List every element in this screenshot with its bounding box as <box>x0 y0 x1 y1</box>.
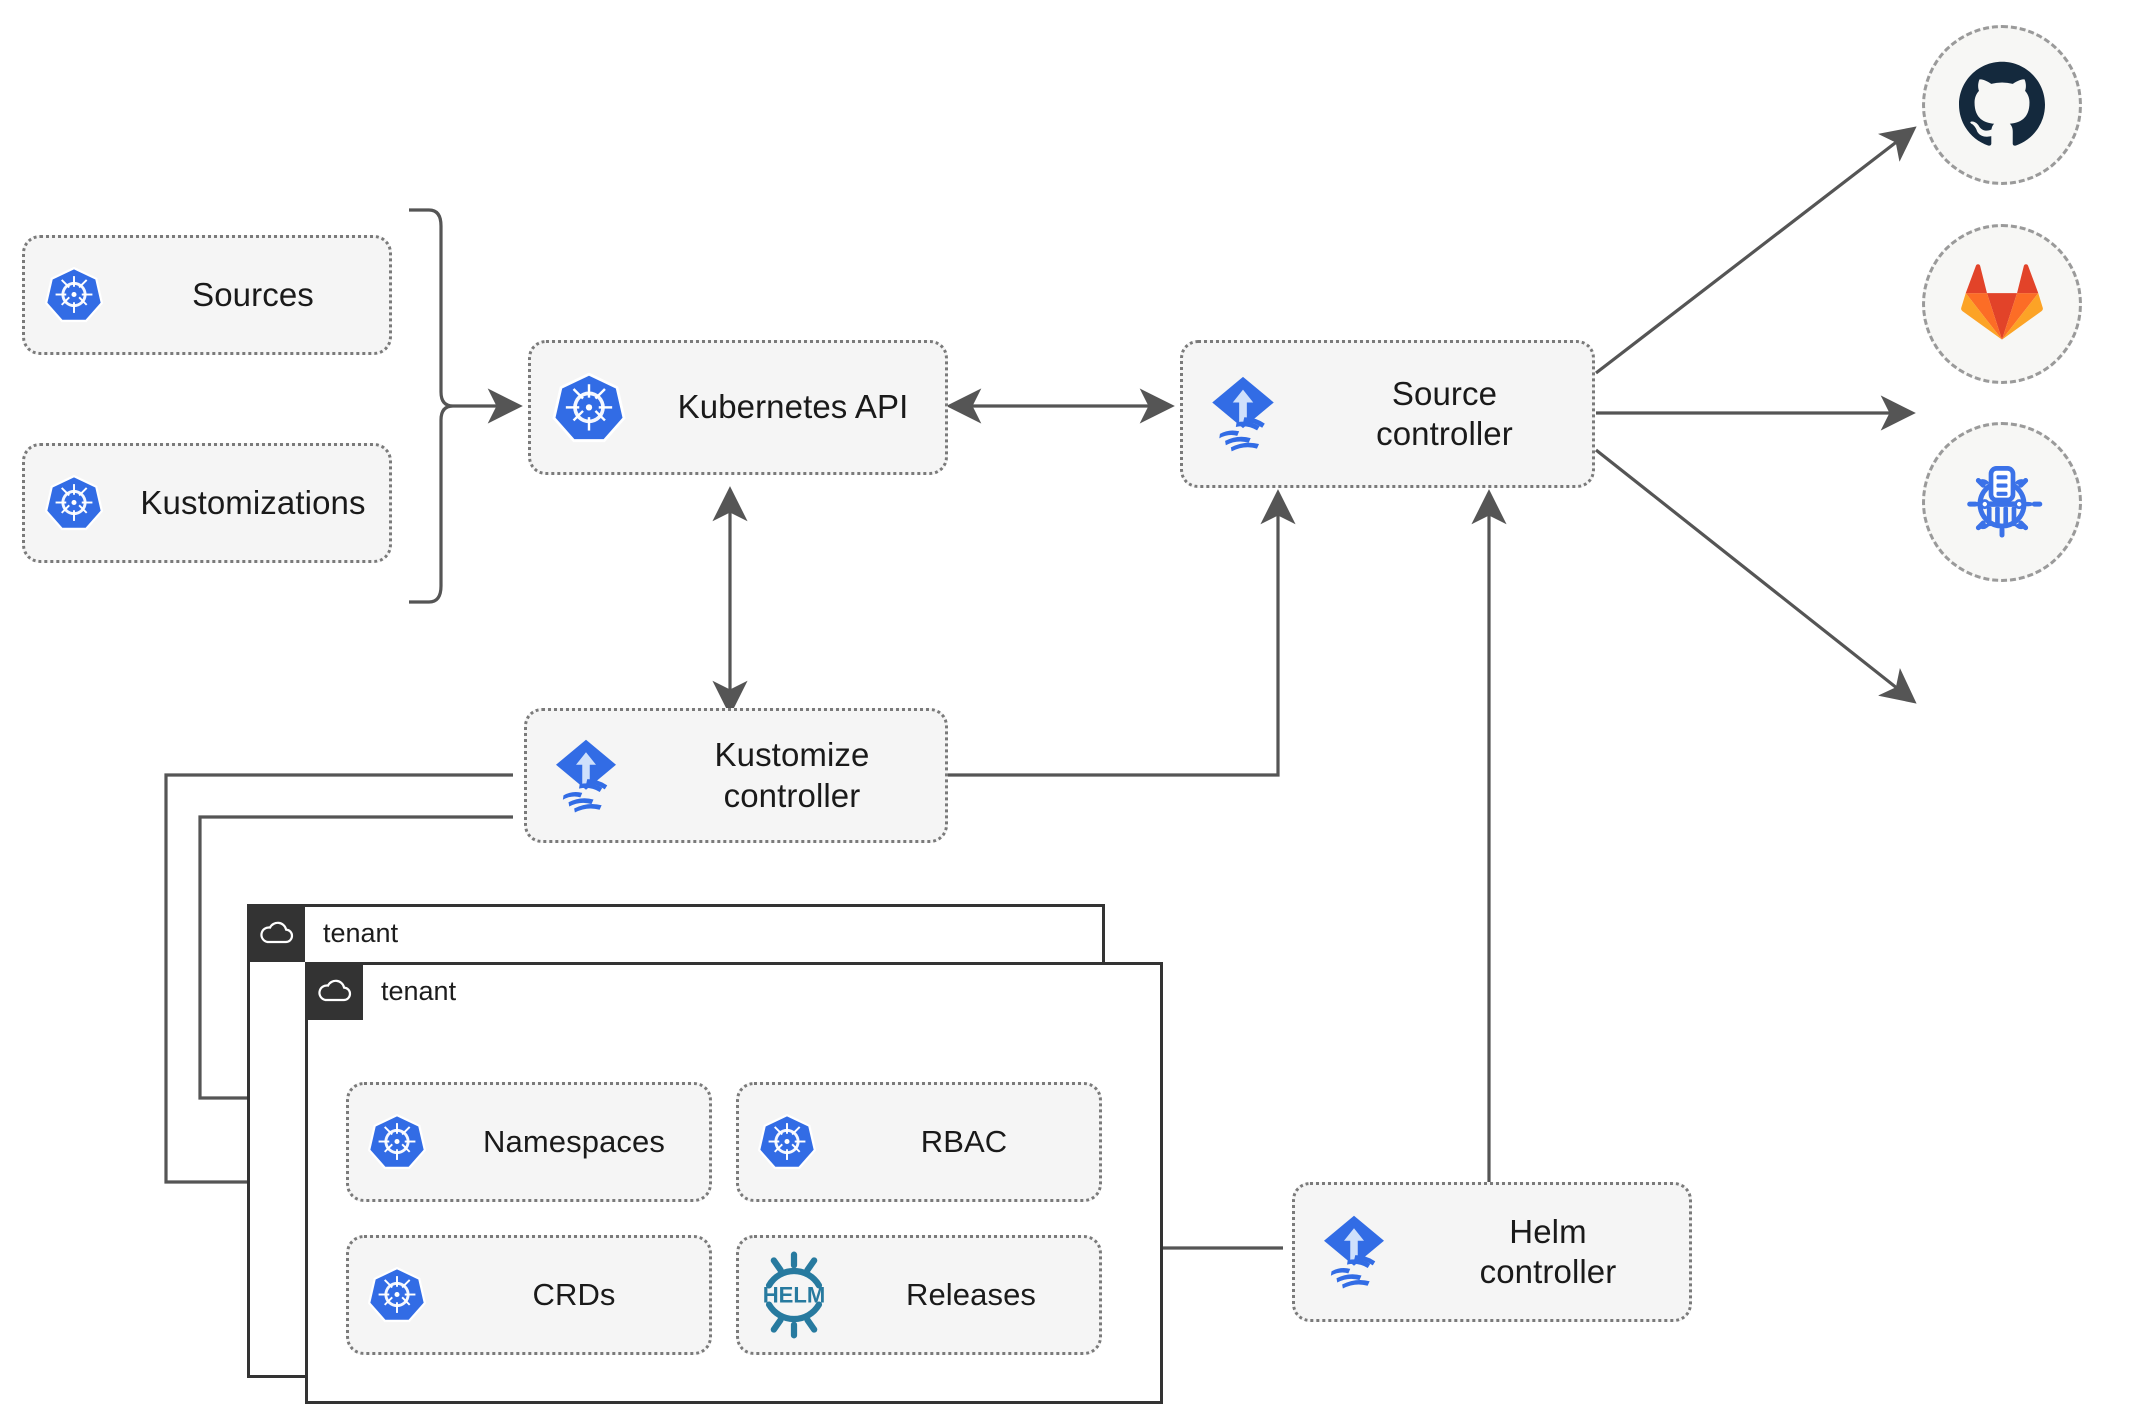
tenant-label: tenant <box>323 917 399 948</box>
github-icon <box>1959 60 2045 151</box>
node-label: Namespaces <box>483 1124 665 1160</box>
node-label: Kustomize controller <box>645 735 945 816</box>
node-crds[interactable]: CRDs <box>346 1235 712 1355</box>
node-label: Kubernetes API <box>677 388 909 426</box>
node-label-line-1: Source <box>1391 374 1498 412</box>
kubernetes-icon <box>25 264 123 326</box>
edge-kustomize-to-source <box>948 489 1296 777</box>
node-releases[interactable]: HELM Releases <box>736 1235 1102 1355</box>
kubernetes-icon <box>531 369 647 447</box>
tenant-container-front[interactable]: tenant Namespaces <box>305 962 1163 1404</box>
kubernetes-icon <box>349 1264 445 1326</box>
node-label-line-2: controller <box>723 776 861 814</box>
node-kubernetes-api[interactable]: Kubernetes API <box>528 340 948 475</box>
helm-repository-icon <box>1958 456 2046 549</box>
cloud-icon <box>247 904 305 962</box>
provider-helm-repository[interactable] <box>1922 422 2082 582</box>
node-label-line-2: controller <box>1479 1253 1617 1290</box>
tenant-label: tenant <box>381 975 457 1006</box>
helm-icon: HELM <box>739 1247 849 1343</box>
node-source-controller[interactable]: Source controller <box>1180 340 1595 488</box>
kubernetes-icon <box>349 1111 445 1173</box>
edge-source-to-helm-repository <box>1595 448 1917 704</box>
node-kustomizations[interactable]: Kustomizations <box>22 443 392 563</box>
gitlab-icon <box>1960 262 2044 347</box>
node-label: Source controller <box>1303 374 1592 455</box>
node-label: Helm controller <box>1413 1212 1689 1293</box>
tenant-header: tenant <box>305 962 456 1020</box>
flux-icon <box>527 736 645 816</box>
flux-icon <box>1295 1212 1413 1292</box>
node-label: CRDs <box>532 1277 616 1313</box>
node-rbac[interactable]: RBAC <box>736 1082 1102 1202</box>
node-sources[interactable]: Sources <box>22 235 392 355</box>
edge-crd-bracket <box>409 208 454 604</box>
tenant-header: tenant <box>247 904 398 962</box>
edge-source-to-github <box>1595 126 1917 375</box>
node-kustomize-controller[interactable]: Kustomize controller <box>524 708 948 843</box>
node-label: Kustomizations <box>140 483 366 521</box>
node-label: RBAC <box>920 1124 1008 1160</box>
flux-icon <box>1183 373 1303 455</box>
node-helm-controller[interactable]: Helm controller <box>1292 1182 1692 1322</box>
node-label-line-1: Kustomize <box>714 736 870 774</box>
provider-github[interactable] <box>1922 25 2082 185</box>
node-label-line-1: Helm <box>1509 1212 1587 1250</box>
helm-wordmark: HELM <box>763 1283 826 1308</box>
provider-gitlab[interactable] <box>1922 224 2082 384</box>
kubernetes-icon <box>739 1111 835 1173</box>
node-label: Sources <box>192 275 314 313</box>
cloud-icon <box>305 962 363 1020</box>
node-namespaces[interactable]: Namespaces <box>346 1082 712 1202</box>
kubernetes-icon <box>25 472 123 534</box>
node-label: Releases <box>905 1277 1037 1313</box>
node-label-line-2: controller <box>1376 415 1513 452</box>
